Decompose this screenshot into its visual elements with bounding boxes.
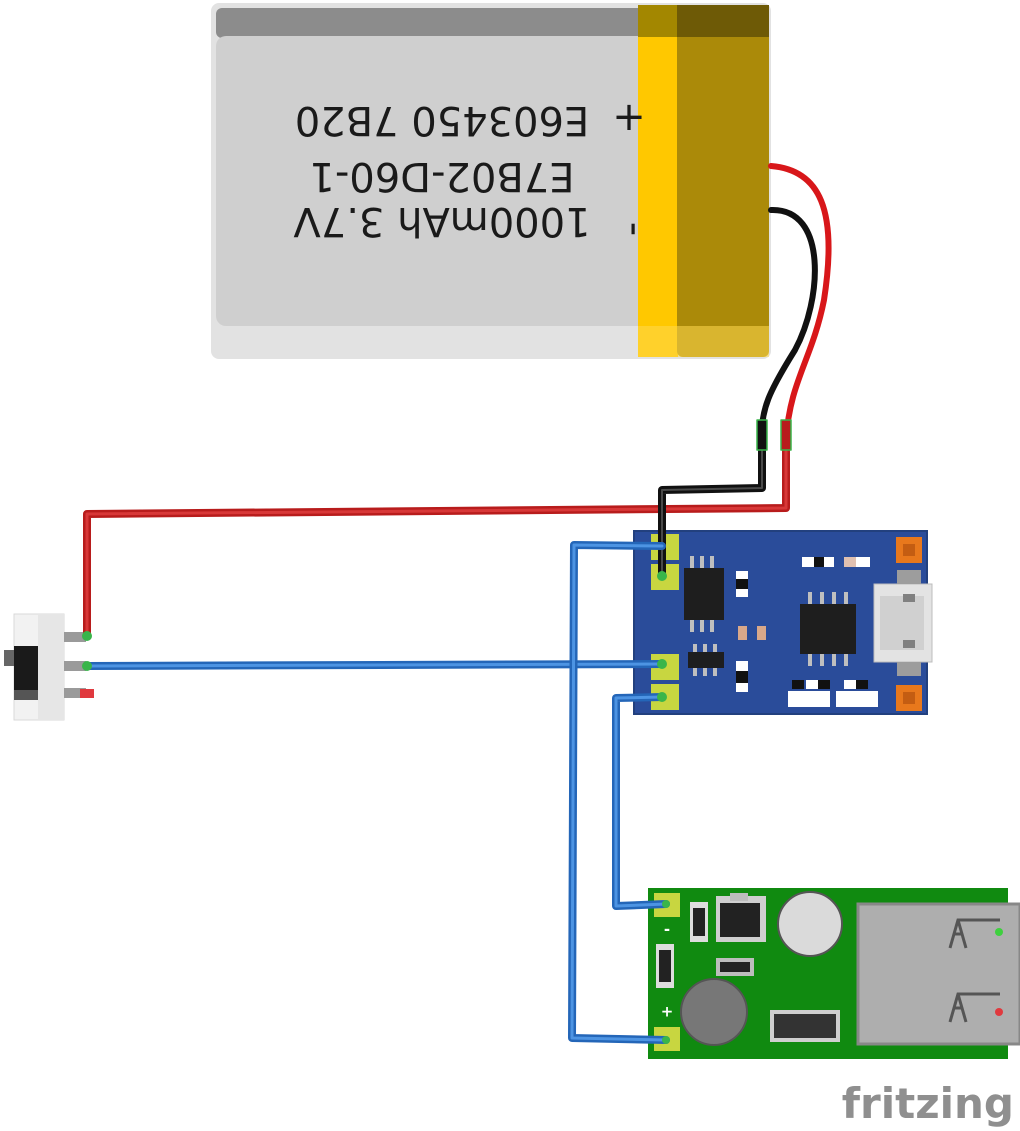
boost-electrolytic-cap	[777, 891, 843, 957]
charger-mosfet	[688, 652, 724, 668]
switch-pin-3-unconnected	[80, 689, 94, 698]
charger-smd-parts	[736, 557, 878, 707]
battery-label-capacity: 1000mAh 3.7V	[293, 198, 591, 244]
boost-ic	[720, 903, 760, 937]
wires	[82, 163, 832, 1044]
boost-schottky	[774, 1014, 836, 1038]
charger-module	[633, 530, 933, 715]
battery-tape	[638, 5, 678, 357]
boost-usb-a-contacts	[948, 918, 1000, 1023]
battery-label-code: E7B02-D60-1	[309, 153, 574, 199]
boost-module: - +	[648, 888, 1020, 1059]
wire-blue-charger-to-boost-minus	[612, 693, 670, 910]
battery-tape-dark	[677, 5, 769, 357]
charger-usb-tab-top	[897, 570, 921, 584]
lipo-battery: 1000mAh 3.7V E7B02-D60-1 E603450 7B20 + …	[211, 3, 771, 359]
charger-micro-usb-opening	[880, 596, 924, 650]
battery-tape-shade	[638, 5, 678, 37]
boost-inductor	[680, 978, 748, 1046]
battery-minus-sign: -	[612, 222, 658, 236]
boost-plus-label: +	[661, 1003, 674, 1021]
slide-switch	[4, 613, 94, 721]
switch-lever-stub	[4, 650, 16, 666]
battery-tape-dark-top	[677, 5, 769, 37]
battery-black-lead	[758, 206, 818, 443]
switch-lever	[14, 646, 38, 690]
switch-pin-3	[64, 688, 86, 698]
battery-red-lead	[768, 163, 832, 443]
switch-pin-2	[64, 661, 86, 671]
wire-endpoints	[82, 419, 792, 1044]
boost-usb-a-port	[856, 902, 1020, 1046]
charger-protection-ic	[684, 568, 724, 620]
charger-usb-tab-bottom	[897, 662, 921, 676]
fritzing-watermark: fritzing	[842, 1079, 1014, 1128]
battery-label: 1000mAh 3.7V E7B02-D60-1 E603450 7B20	[293, 97, 591, 244]
battery-plus-sign: +	[612, 94, 646, 140]
battery-face	[216, 36, 766, 326]
switch-pin-1	[64, 632, 86, 642]
boost-minus-label: -	[664, 921, 670, 939]
battery-tape-bottom	[638, 326, 769, 357]
battery-label-model: E603450 7B20	[295, 97, 589, 143]
battery-top-edge	[216, 8, 766, 38]
charger-usb-hole-top	[903, 594, 915, 602]
switch-body-side	[38, 614, 64, 720]
charger-usb-hole-bottom	[903, 640, 915, 648]
switch-lever-shadow	[14, 690, 38, 700]
charger-main-ic	[800, 604, 856, 654]
